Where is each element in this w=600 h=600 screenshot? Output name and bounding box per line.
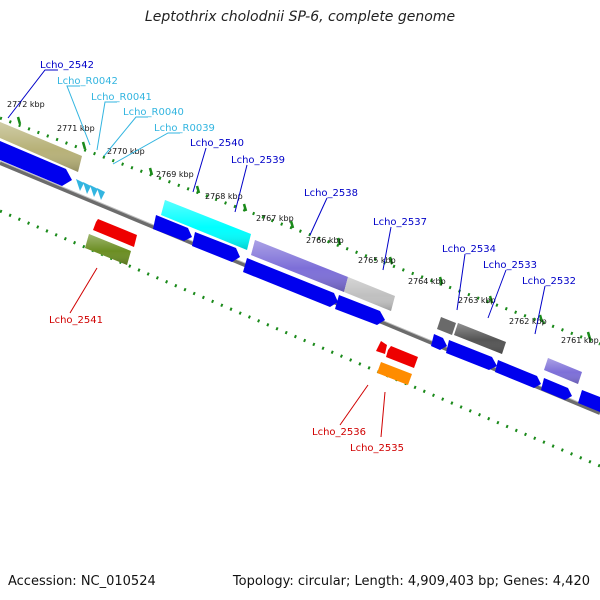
leader-lcho-2541 [69,267,98,314]
label-lcho-2532[interactable]: Lcho_2532 [522,276,576,287]
kbp-label-2769: 2769 kbp [156,170,194,179]
feature-cds-7[interactable] [446,340,497,370]
feature-lcho-2542-shade [0,122,82,172]
feature-lcho-r0041[interactable] [83,182,91,194]
feature-cds-4[interactable] [243,258,338,307]
kbp-label-2762: 2762 kbp [509,317,547,326]
tick-2771 [81,141,87,150]
tick-2766 [336,237,342,246]
map-title: Leptothrix cholodnii SP-6, complete geno… [144,9,456,25]
label-lcho-2533[interactable]: Lcho_2533 [483,260,537,271]
label-lcho-r0041[interactable]: Lcho_R0041 [91,92,152,103]
tick-2765 [388,256,394,265]
feature-lcho-2532-shade [544,358,582,384]
feature-lcho-2535[interactable] [377,362,412,385]
feature-lcho-2534-a[interactable] [437,317,456,335]
label-lcho-r0042[interactable]: Lcho_R0042 [57,76,118,87]
feature-cds-9[interactable] [541,378,572,400]
leader-lcho-2537 [382,226,392,271]
leader-lcho-2534 [456,253,466,311]
feature-lcho-2541-shade [85,234,131,265]
leader-lcho-r0039 [112,132,180,165]
label-lcho-2535[interactable]: Lcho_2535 [350,443,404,454]
label-leaders [7,69,546,438]
leader-lcho-2540 [192,147,207,193]
feature-cds-3[interactable] [192,232,240,262]
kbp-label-2771: 2771 kbp [57,124,95,133]
feature-lcho-2536[interactable] [386,346,418,368]
tick-2767 [289,220,295,229]
leader-lcho-2533 [487,269,507,319]
label-lcho-2537[interactable]: Lcho_2537 [373,217,427,228]
kbp-label-2768: 2768 kbp [205,192,243,201]
label-lcho-r0040[interactable]: Lcho_R0040 [123,107,184,118]
accession-text: Accession: NC_010524 [8,574,156,589]
leader-lcho-2542 [7,69,58,119]
features-forward [0,122,582,384]
tick-2761 [586,331,592,340]
leader-lcho-2536 [339,384,369,426]
kbp-label-2770: 2770 kbp [107,147,145,156]
feature-lcho-2541-red[interactable] [93,219,137,247]
feature-cds-6[interactable] [431,334,447,350]
features-cds [0,141,600,412]
tick-2772 [16,116,22,125]
label-lcho-2540[interactable]: Lcho_2540 [190,138,244,149]
kbp-label-2763: 2763 kbp [458,296,496,305]
leader-lcho-2538 [309,197,328,236]
kbp-label-2766: 2766 kbp [306,236,344,245]
label-lcho-r0039[interactable]: Lcho_R0039 [154,123,215,134]
feature-lcho-2537-shade [344,277,395,311]
gene-labels: Lcho_2542 Lcho_R0042 Lcho_R0041 Lcho_R00… [40,60,576,454]
tick-2769 [195,185,201,194]
feature-cds-8[interactable] [495,360,541,388]
outer-tick-track [0,116,600,346]
leader-lcho-r0042 [66,85,91,146]
label-lcho-2541[interactable]: Lcho_2541 [49,315,103,326]
leader-lcho-2532 [534,285,546,335]
genome-summary-text: Topology: circular; Length: 4,909,403 bp… [232,574,590,589]
feature-lcho-2540-shade [161,200,251,250]
tick-2764 [438,276,444,285]
tick-2770 [148,167,154,176]
feature-lcho-2534-shade [454,323,506,354]
tick-2768 [242,203,248,212]
kbp-label-2767: 2767 kbp [256,214,294,223]
kbp-label-2761: 2761 kbp [561,336,599,345]
tick-2763 [488,295,494,304]
feature-cds-2[interactable] [153,215,192,241]
feature-lcho-r0042[interactable] [76,179,84,191]
leader-lcho-r0040 [103,116,148,157]
feature-cds-5[interactable] [335,295,385,325]
leader-lcho-2535 [380,391,386,438]
feature-lcho-r0039[interactable] [97,188,105,200]
label-lcho-2542[interactable]: Lcho_2542 [40,60,94,71]
kbp-label-2765: 2765 kbp [358,256,396,265]
feature-cds-10[interactable] [578,390,600,412]
feature-lcho-2538-shade [251,240,348,292]
tick-2762 [538,314,544,323]
label-lcho-2539[interactable]: Lcho_2539 [231,155,285,166]
feature-lcho-2536-small[interactable] [376,341,387,354]
kbp-label-2772: 2772 kbp [7,100,45,109]
leader-lcho-r0041 [96,101,117,151]
feature-cds-1[interactable] [0,141,72,186]
label-lcho-2538[interactable]: Lcho_2538 [304,188,358,199]
feature-lcho-r0040[interactable] [90,185,98,197]
scale-ticks: 2772 kbp 2771 kbp 2770 kbp 2769 kbp 2768… [7,100,599,345]
label-lcho-2536[interactable]: Lcho_2536 [312,427,366,438]
kbp-label-2764: 2764 kbp [408,277,446,286]
leader-lcho-2539 [234,164,248,213]
features-reverse [85,219,418,385]
label-lcho-2534[interactable]: Lcho_2534 [442,244,496,255]
